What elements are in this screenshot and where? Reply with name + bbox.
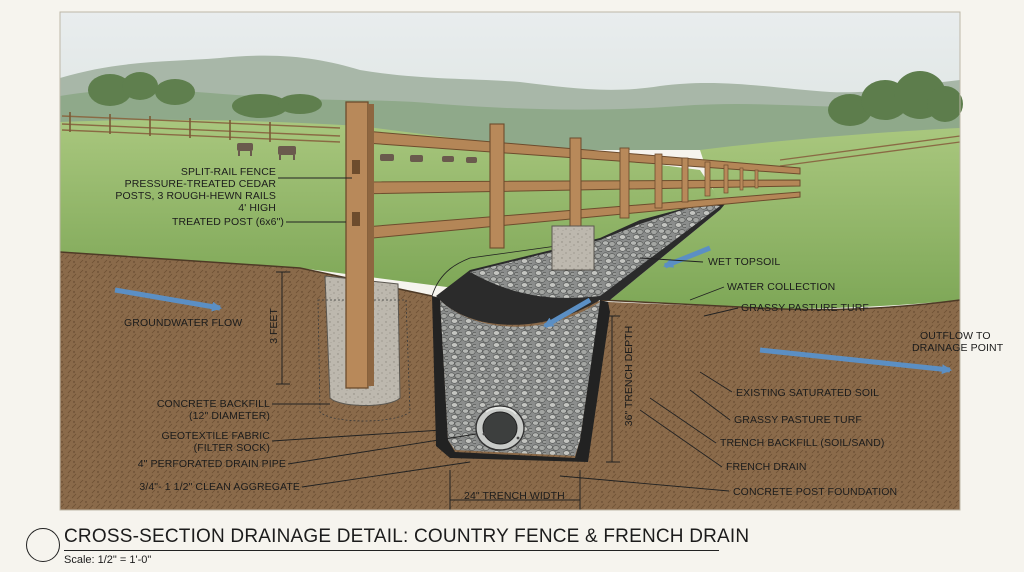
label-outflow-2: DRAINAGE POINT bbox=[912, 342, 1004, 354]
gravel-channel-top bbox=[470, 204, 720, 298]
label-post-foundation: CONCRETE POST FOUNDATION bbox=[733, 486, 898, 498]
post-3 bbox=[569, 137, 582, 233]
label-saturated-soil: EXISTING SATURATED SOIL bbox=[736, 387, 880, 399]
three-feet-dim bbox=[276, 271, 290, 385]
post-9 bbox=[739, 167, 744, 191]
distant-fence-left bbox=[61, 115, 341, 143]
label-geotextile-1: GEOTEXTILE FABRIC bbox=[161, 430, 270, 442]
outflow-arrow bbox=[759, 347, 952, 375]
label-outflow-1: OUTFLOW TO bbox=[920, 330, 991, 342]
post-8 bbox=[723, 164, 729, 194]
label-three-feet: 3 FEET bbox=[268, 308, 280, 344]
label-treated-post: TREATED POST (6x6") bbox=[171, 216, 284, 228]
pasture-right bbox=[610, 128, 960, 309]
trees-left bbox=[88, 72, 322, 118]
post-6 bbox=[681, 157, 689, 203]
label-fence-line3: POSTS, 3 ROUGH-HEWN RAILS bbox=[115, 190, 276, 202]
title-block: CROSS-SECTION DRAINAGE DETAIL: COUNTRY F… bbox=[22, 520, 749, 568]
post-footing-hole bbox=[317, 299, 411, 422]
groundwater-arrow bbox=[114, 287, 222, 312]
collection-arrow-1 bbox=[543, 297, 592, 329]
drawing-title: CROSS-SECTION DRAINAGE DETAIL: COUNTRY F… bbox=[64, 526, 750, 547]
drain-pipe bbox=[475, 405, 525, 451]
label-trench-width: 24" TRENCH WIDTH bbox=[464, 490, 565, 502]
label-concrete-backfill-2: (12" DIAMETER) bbox=[189, 410, 270, 422]
label-french-drain: FRENCH DRAIN bbox=[726, 461, 807, 473]
trench-fabric bbox=[432, 296, 610, 462]
label-geotextile-2: (FILTER SOCK) bbox=[193, 442, 270, 454]
label-aggregate: 3/4"- 1 1/2" CLEAN AGGREGATE bbox=[139, 481, 300, 493]
distant-fence-right bbox=[779, 135, 961, 167]
cows bbox=[237, 143, 477, 163]
post-2 bbox=[489, 123, 505, 249]
post-4 bbox=[619, 147, 630, 219]
post-7 bbox=[704, 161, 711, 197]
dimension-lines bbox=[276, 271, 620, 510]
label-trench-depth: 36" TRENCH DEPTH bbox=[623, 325, 635, 427]
label-grassy-turf-lower: GRASSY PASTURE TURF bbox=[734, 414, 862, 426]
trench-depth-dim bbox=[606, 315, 620, 463]
water-arrows bbox=[114, 245, 952, 375]
label-fence-line1: SPLIT-RAIL FENCE bbox=[180, 166, 276, 178]
title-underline bbox=[64, 550, 719, 551]
leader-lines bbox=[271, 177, 739, 492]
post-1-side bbox=[368, 104, 374, 386]
label-wet-topsoil: WET TOPSOIL bbox=[708, 256, 781, 268]
label-grassy-turf-top: GRASSY PASTURE TURF bbox=[741, 302, 869, 314]
drawing-frame bbox=[59, 11, 961, 511]
foreground-fence bbox=[345, 101, 801, 389]
label-groundwater-flow: GROUNDWATER FLOW bbox=[124, 317, 243, 329]
label-fence-line4: 4' HIGH bbox=[238, 202, 276, 214]
trench-width-dim bbox=[449, 470, 581, 510]
post-10 bbox=[754, 169, 759, 189]
trench-fabric-top-left bbox=[431, 239, 611, 301]
concrete-pier-small bbox=[551, 225, 595, 271]
trees-right bbox=[828, 71, 963, 126]
label-concrete-backfill-1: CONCRETE BACKFILL bbox=[156, 398, 270, 410]
label-fence-line2: PRESSURE-TREATED CEDAR bbox=[124, 178, 276, 190]
label-drain-pipe: 4" PERFORATED DRAIN PIPE bbox=[137, 458, 286, 470]
drawing-scale: Scale: 1/2" = 1'-0" bbox=[64, 554, 152, 566]
collection-arrow-2 bbox=[663, 245, 711, 269]
title-circle-symbol bbox=[26, 528, 60, 562]
distant-fence-left-posts bbox=[69, 112, 271, 142]
label-trench-backfill: TRENCH BACKFILL (SOIL/SAND) bbox=[720, 437, 885, 449]
post-5 bbox=[654, 153, 663, 209]
post-1 bbox=[345, 101, 369, 389]
label-water-collection: WATER COLLECTION bbox=[727, 281, 836, 293]
